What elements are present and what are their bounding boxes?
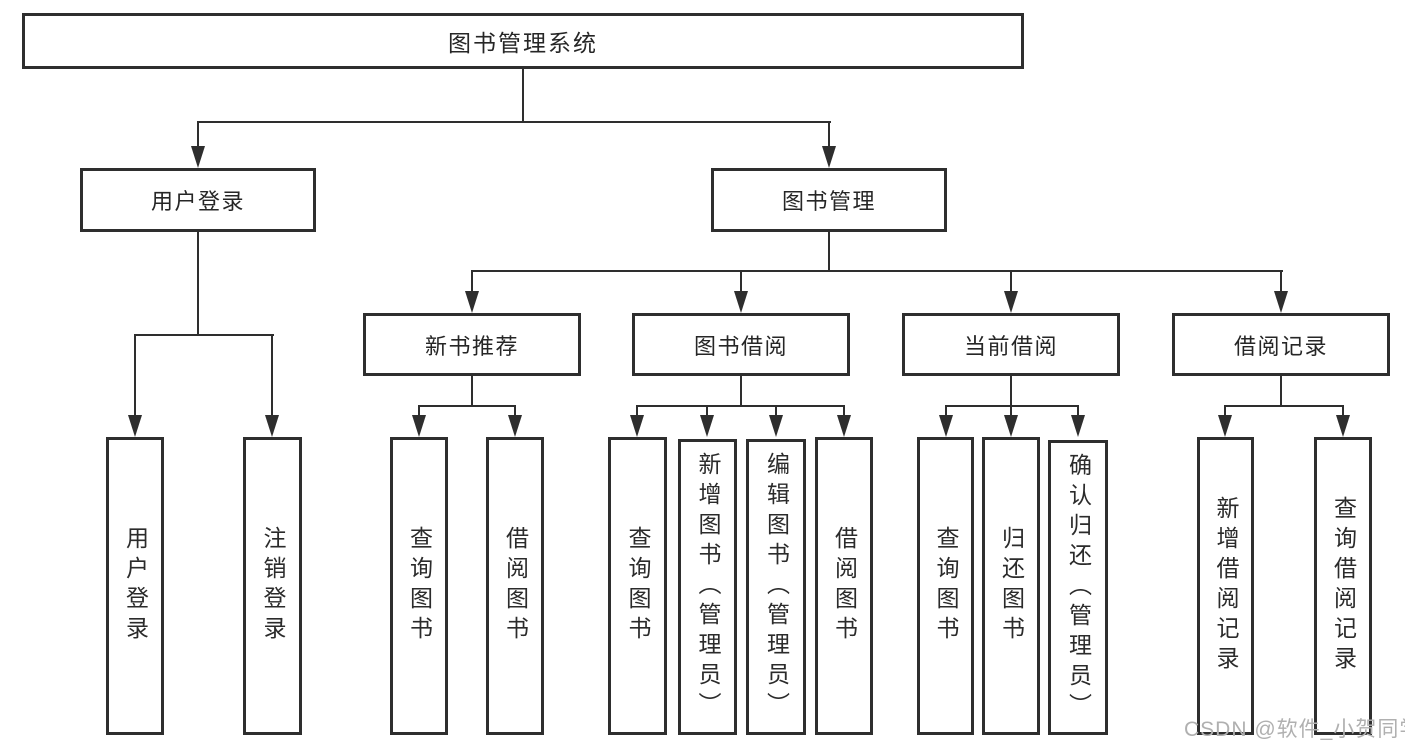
arrow-down-icon — [822, 146, 836, 168]
connector-bookmgmt-hbar — [471, 270, 1283, 272]
connector-drop — [1010, 270, 1012, 294]
leaf-query-book: 查询图书 — [917, 437, 974, 735]
leaf-query-borrow-record: 查询借阅记录 — [1314, 437, 1372, 735]
node-new-book-recommend: 新书推荐 — [363, 313, 581, 376]
leaf-edit-book-admin: 编辑图书（管理员） — [746, 439, 806, 735]
leaf-borrow-book: 借阅图书 — [815, 437, 873, 735]
connector-drop — [271, 334, 273, 418]
leaf-label: 新增借阅记录 — [1213, 496, 1239, 676]
connector-newbook-stem — [471, 376, 473, 407]
leaf-label: 查询借阅记录 — [1330, 496, 1357, 676]
connector-userlogin-stem — [197, 232, 199, 336]
leaf-label: 用户登录 — [122, 526, 149, 646]
node-label: 图书管理 — [781, 189, 876, 214]
connector-root-stem — [522, 69, 524, 123]
leaf-add-book-admin: 新增图书（管理员） — [678, 439, 737, 735]
arrow-down-icon — [128, 415, 142, 437]
arrow-down-icon — [508, 415, 522, 437]
connector-drop — [1342, 405, 1344, 418]
leaf-label: 查询图书 — [406, 526, 433, 646]
connector-drop — [636, 405, 638, 418]
leaf-label: 借阅图书 — [831, 526, 858, 646]
node-root-system: 图书管理系统 — [22, 13, 1024, 69]
connector-drop — [134, 334, 136, 418]
arrow-down-icon — [265, 415, 279, 437]
csdn-watermark: CSDN @软件_小贺同学 — [1184, 718, 1405, 741]
leaf-label: 注销登录 — [260, 526, 286, 646]
arrow-down-icon — [1071, 415, 1085, 437]
connector-drop — [1224, 405, 1226, 418]
leaf-label: 归还图书 — [998, 526, 1025, 646]
connector-drop-book-mgmt — [828, 121, 830, 149]
leaf-label: 借阅图书 — [502, 526, 529, 646]
leaf-label: 编辑图书（管理员） — [763, 452, 790, 722]
arrow-down-icon — [1004, 415, 1018, 437]
node-root-label: 图书管理系统 — [448, 30, 598, 56]
arrow-down-icon — [1336, 415, 1350, 437]
leaf-logout: 注销登录 — [243, 437, 302, 735]
leaf-user-login: 用户登录 — [106, 437, 164, 735]
leaf-query-book: 查询图书 — [390, 437, 448, 735]
connector-drop — [1280, 270, 1282, 294]
node-book-management: 图书管理 — [711, 168, 947, 232]
arrow-down-icon — [465, 291, 479, 313]
node-label: 当前借阅 — [963, 333, 1058, 359]
connector-drop-user-login — [197, 121, 199, 149]
connector-drop — [471, 270, 473, 294]
node-label: 图书借阅 — [693, 333, 788, 359]
connector-drop — [1010, 405, 1012, 418]
arrow-down-icon — [191, 146, 205, 168]
node-borrow-record: 借阅记录 — [1172, 313, 1390, 376]
connector-drop — [514, 405, 516, 418]
node-current-borrow: 当前借阅 — [902, 313, 1120, 376]
node-label: 借阅记录 — [1233, 333, 1328, 359]
node-label: 用户登录 — [150, 189, 245, 214]
connector-newbook-hbar — [418, 405, 516, 407]
leaf-label: 确认归还（管理员） — [1065, 452, 1092, 723]
leaf-return-book: 归还图书 — [982, 437, 1040, 735]
node-label: 新书推荐 — [424, 333, 519, 359]
connector-drop — [1077, 405, 1079, 418]
leaf-query-book: 查询图书 — [608, 437, 667, 735]
connector-current-hbar — [945, 405, 1079, 407]
arrow-down-icon — [939, 415, 953, 437]
connector-drop — [740, 270, 742, 294]
connector-drop — [706, 405, 708, 418]
leaf-label: 查询图书 — [625, 526, 651, 646]
connector-drop — [945, 405, 947, 418]
leaf-borrow-book: 借阅图书 — [486, 437, 544, 735]
connector-current-stem — [1010, 376, 1012, 407]
arrow-down-icon — [412, 415, 426, 437]
arrow-down-icon — [769, 415, 783, 437]
arrow-down-icon — [837, 415, 851, 437]
connector-drop — [775, 405, 777, 418]
arrow-down-icon — [700, 415, 714, 437]
arrow-down-icon — [734, 291, 748, 313]
connector-record-hbar — [1224, 405, 1344, 407]
leaf-label: 新增图书（管理员） — [695, 452, 721, 722]
node-user-login: 用户登录 — [80, 168, 316, 232]
arrow-down-icon — [1274, 291, 1288, 313]
leaf-label: 查询图书 — [933, 526, 959, 646]
arrow-down-icon — [630, 415, 644, 437]
arrow-down-icon — [1218, 415, 1232, 437]
connector-root-hbar — [197, 121, 831, 123]
leaf-add-borrow-record: 新增借阅记录 — [1197, 437, 1254, 735]
connector-userlogin-hbar — [134, 334, 274, 336]
connector-bookmgmt-stem — [828, 232, 830, 272]
connector-drop — [418, 405, 420, 418]
leaf-confirm-return-admin: 确认归还（管理员） — [1048, 440, 1108, 735]
connector-record-stem — [1280, 376, 1282, 407]
arrow-down-icon — [1004, 291, 1018, 313]
connector-drop — [843, 405, 845, 418]
connector-borrow-stem — [740, 376, 742, 407]
connector-borrow-hbar — [636, 405, 845, 407]
node-book-borrow: 图书借阅 — [632, 313, 850, 376]
